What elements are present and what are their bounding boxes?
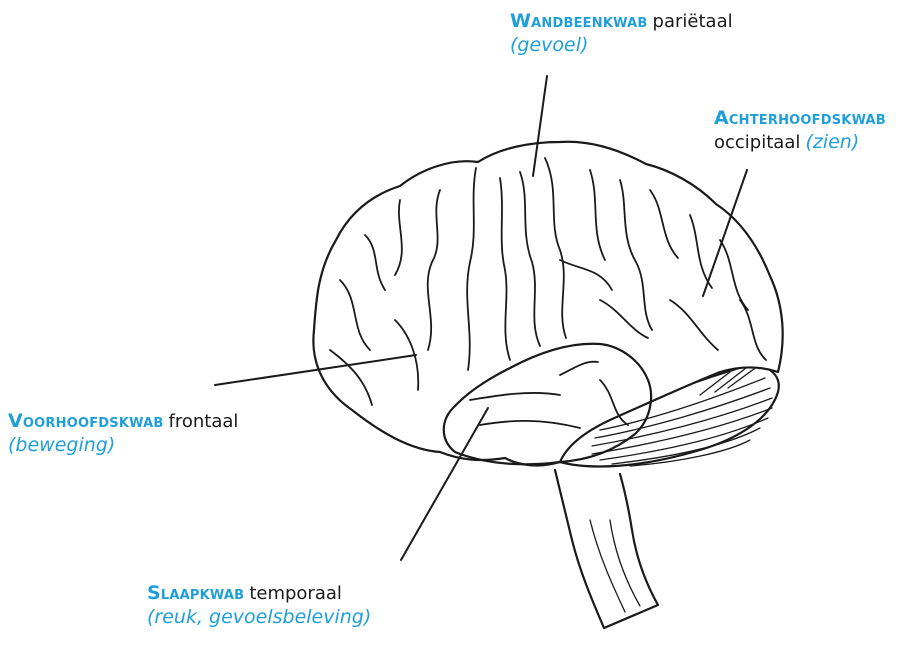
lobe-function-parietal: (gevoel) — [510, 34, 733, 58]
lobe-term-frontal: frontaal — [169, 411, 239, 432]
lobe-function-frontal: (beweging) — [8, 434, 238, 458]
lobe-name-frontal: Voorhoofdskwab — [8, 410, 163, 432]
label-temporal: Slaapkwab temporaal (reuk, gevoelsbelevi… — [147, 582, 371, 630]
brainstem-outline — [555, 470, 658, 628]
lobe-function-occipital: (zien) — [805, 131, 859, 153]
lobe-name-temporal: Slaapkwab — [147, 582, 244, 604]
lobe-name-parietal: Wandbeenkwab — [510, 10, 647, 32]
lobe-function-temporal: (reuk, gevoelsbeleving) — [147, 606, 371, 630]
lobe-term-parietal: pariëtaal — [653, 11, 733, 32]
lobe-term-temporal: temporaal — [249, 583, 342, 604]
label-frontal: Voorhoofdskwab frontaal (beweging) — [8, 410, 238, 458]
lobe-term-occipital: occipitaal — [714, 132, 800, 153]
label-parietal: Wandbeenkwab pariëtaal (gevoel) — [510, 10, 733, 58]
lobe-name-occipital: Achterhoofdskwab — [714, 107, 886, 131]
label-occipital: Achterhoofdskwab occipitaal (zien) — [714, 107, 886, 155]
